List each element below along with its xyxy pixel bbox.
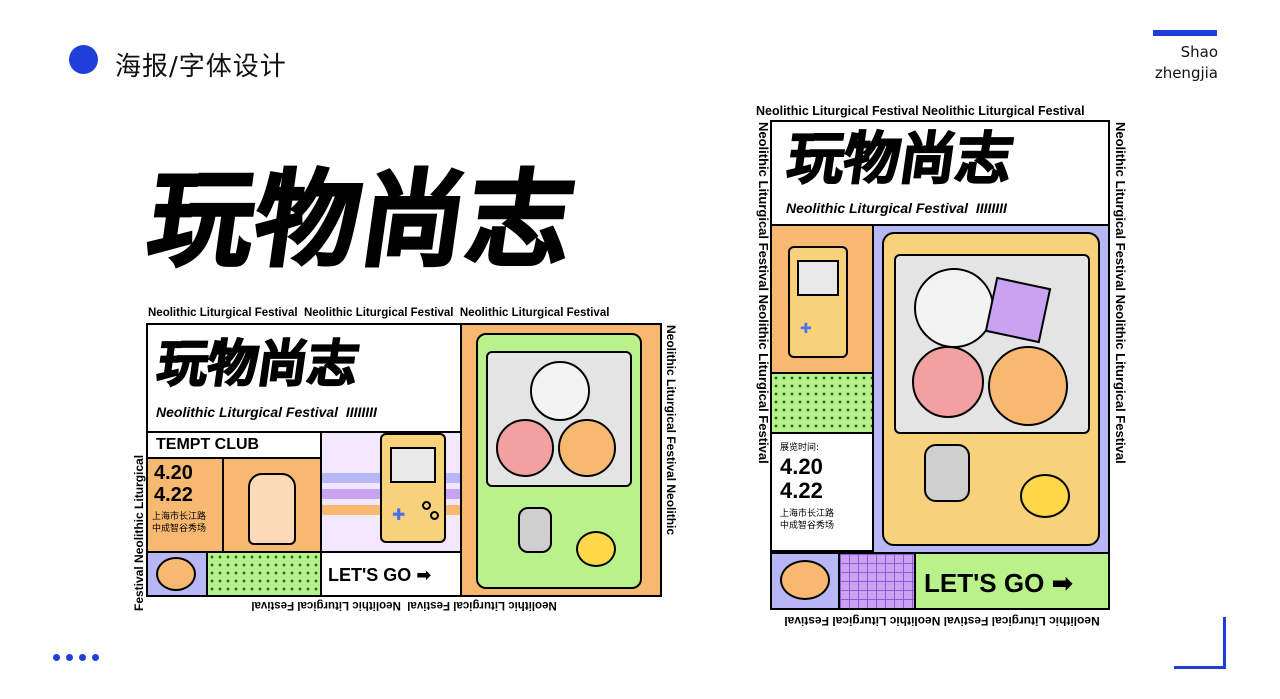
vposter-marquee-bottom: Neolithic Liturgical Festival Neolithic … xyxy=(784,614,1100,628)
dot-pattern-panel xyxy=(206,551,322,597)
vposter-gameboy-icon: ✚ xyxy=(788,246,848,358)
vposter-logotype: 玩物尚志 xyxy=(783,126,1018,193)
brand-name: Shao zhengjia xyxy=(1155,42,1218,84)
logotype-large: 玩物尚志 xyxy=(140,158,584,283)
vposter-exhibit-label: 展览时间: xyxy=(780,443,820,453)
vposter-donut-icon xyxy=(780,560,830,600)
vertical-poster: Neolithic Liturgical Festival Neolithic … xyxy=(752,100,1132,632)
vposter-address-line-1: 上海市长江路 xyxy=(780,509,835,519)
vposter-subtitle: Neolithic Liturgical Festival IIIIIIII xyxy=(786,200,1007,216)
vposter-cta-lets-go[interactable]: LET'S GO ➡ xyxy=(924,568,1074,598)
gameboy-icon: ✚ xyxy=(380,433,446,543)
rock-hand-icon xyxy=(248,473,296,545)
capsule-machine xyxy=(476,333,642,589)
donut-icon xyxy=(156,557,196,591)
poster-marquee-right: Neolithic Liturgical Festival Neolithic xyxy=(664,325,678,536)
vposter-capsule-machine xyxy=(882,232,1100,546)
vposter-marquee-right: Neolithic Liturgical Festival Neolithic … xyxy=(1113,122,1128,464)
vposter-address-line-2: 中成智谷秀场 xyxy=(780,521,835,531)
date-end: 4.22 xyxy=(154,484,193,506)
brand-accent-bar xyxy=(1153,30,1217,36)
poster-marquee-bottom: Neolithic Liturgical Festival Neolithic … xyxy=(251,599,557,611)
poster-marquee-top: Neolithic Liturgical Festival Neolithic … xyxy=(148,307,610,319)
poster-subtitle: Neolithic Liturgical Festival IIIIIIII xyxy=(156,404,377,420)
cta-panel[interactable] xyxy=(320,551,462,597)
vposter-date-panel xyxy=(770,432,874,552)
title-bullet xyxy=(69,45,98,74)
date-start: 4.20 xyxy=(154,462,193,484)
cta-lets-go[interactable]: LET'S GO ➡ xyxy=(328,565,432,585)
poster-marquee-left: Festival Neolithic Liturgical xyxy=(132,454,146,611)
brand-line-2: zhengjia xyxy=(1154,64,1218,82)
poster-logotype: 玩物尚志 xyxy=(153,334,363,394)
club-label: TEMPT CLUB xyxy=(156,436,260,453)
vposter-marquee-top: Neolithic Liturgical Festival Neolithic … xyxy=(756,104,1085,118)
vposter-date-end: 4.22 xyxy=(780,478,823,503)
vposter-dot-panel xyxy=(770,372,874,434)
vposter-title-panel xyxy=(770,120,1110,226)
poster-title-panel xyxy=(146,323,462,433)
horizontal-poster: Neolithic Liturgical Festival Neolithic … xyxy=(130,303,680,615)
page-title: 海报/字体设计 xyxy=(115,52,287,82)
vposter-cta-panel[interactable] xyxy=(914,552,1110,610)
address-line-1: 上海市长江路 xyxy=(152,512,207,522)
brand-line-1: Shao xyxy=(1180,43,1218,61)
vposter-marquee-left: Neolithic Liturgical Festival Neolithic … xyxy=(756,122,771,464)
corner-bracket xyxy=(1174,617,1226,669)
vposter-grid-panel xyxy=(838,552,916,610)
pagination-dots xyxy=(53,654,99,661)
vposter-date-start: 4.20 xyxy=(780,454,823,479)
address-line-2: 中成智谷秀场 xyxy=(152,524,207,534)
